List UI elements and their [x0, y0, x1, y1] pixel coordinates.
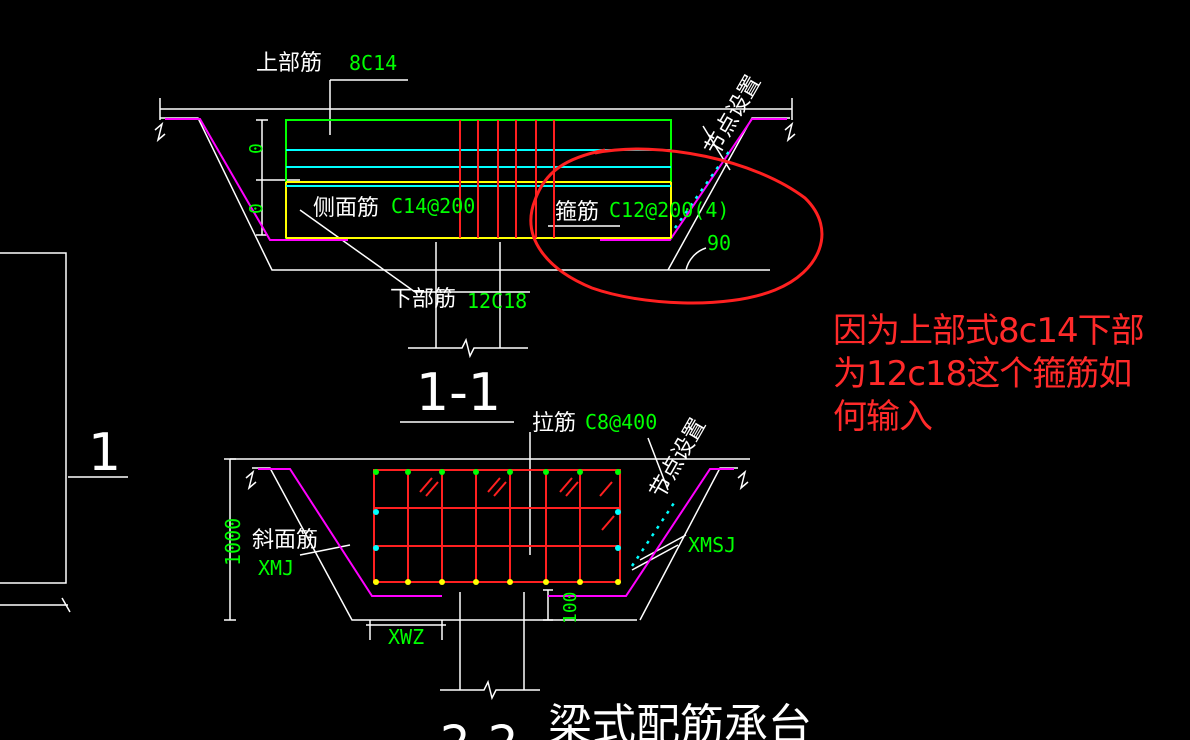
section-2-2-bar-dots [373, 469, 621, 585]
tie-label: 拉筋 [532, 411, 576, 436]
section-2-2-title: 梁式配筋承台 [548, 700, 812, 740]
slope-label: 斜面筋 [252, 528, 318, 553]
top-bar-label: 上部筋 [256, 51, 322, 76]
dim-mid: 0 [246, 203, 267, 214]
bottom-bar-label: 下部筋 [390, 287, 456, 312]
bottom-value: XWZ [388, 625, 424, 649]
section-1-1-cage [285, 119, 672, 239]
annotation-line-2: 为12c18这个箍筋如 [833, 354, 1132, 394]
section-2-2-slope-bars [258, 468, 734, 597]
section-2-2-title-prefix: 2-2 [440, 716, 518, 740]
side-bar-label: 侧面筋 [313, 196, 379, 221]
depth-value: 1000 [221, 518, 245, 566]
dim-top: 0 [246, 143, 267, 154]
annotation-line-3: 何输入 [833, 397, 933, 437]
section-2-2-outline [224, 432, 750, 701]
top-bar-value: 8C14 [349, 51, 397, 75]
stirrup-highlight-circle [529, 147, 824, 305]
side-value: XMSJ [688, 533, 736, 557]
section-1-1-node-dots [673, 149, 732, 229]
tie-value: C8@400 [585, 410, 657, 434]
bottom-bar-value: 12C18 [467, 289, 527, 313]
section-2-2-cage [373, 469, 621, 583]
question-annotation: 因为上部式8c14下部 为12c18这个箍筋如 何输入 [833, 310, 1188, 439]
side-bar-value: C14@200 [391, 194, 475, 218]
left-partial-label: 1 [88, 423, 121, 483]
annotation-line-1: 因为上部式8c14下部 [833, 311, 1145, 351]
stirrup-value: C12@200(4) [609, 198, 729, 222]
section-1-1-title: 1-1 [416, 363, 501, 423]
slope-value: XMJ [258, 556, 294, 580]
stirrup-label: 箍筋 [555, 200, 599, 225]
cover-value: 100 [560, 591, 581, 624]
angle-value: 90 [707, 231, 731, 255]
left-partial-view [0, 252, 128, 613]
section-2-2-node-dots [630, 499, 678, 567]
section-1-1-slope-bars [165, 118, 787, 241]
